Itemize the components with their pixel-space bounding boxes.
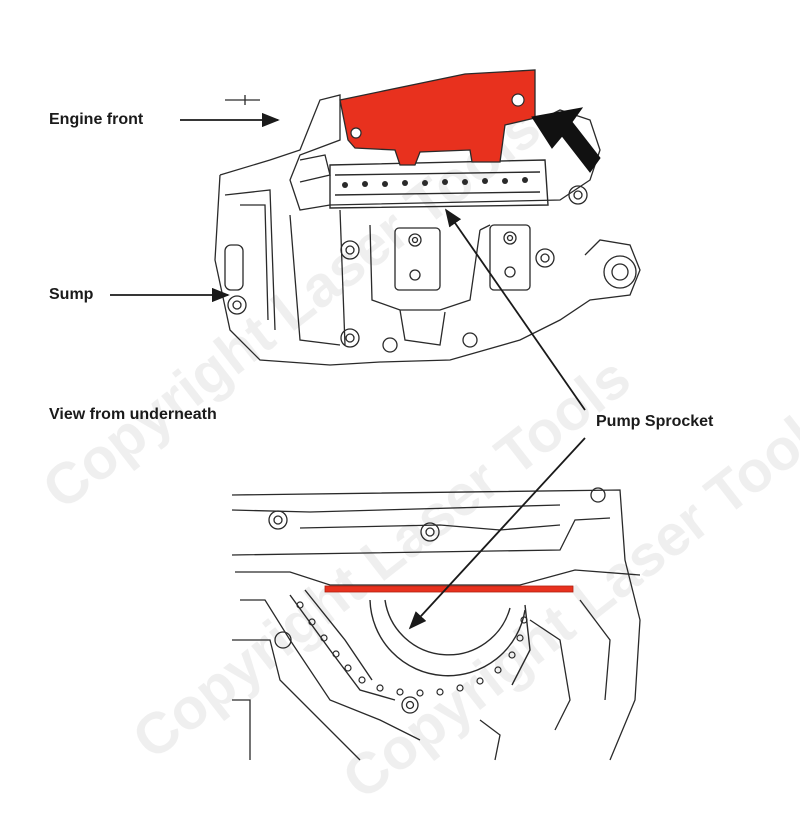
red-locking-tool xyxy=(339,69,536,166)
tool-hole xyxy=(350,127,362,139)
engine-front-label: Engine front xyxy=(49,111,144,128)
bottom-engine-view xyxy=(231,487,641,761)
pump-sprocket-wheel xyxy=(289,589,531,701)
tool-hole xyxy=(511,93,525,107)
bottom-chain-links xyxy=(296,601,528,697)
pump-sprocket-label: Pump Sprocket xyxy=(596,413,714,430)
pump-sprocket-leader-bottom xyxy=(408,437,586,630)
view-from-underneath-label: View from underneath xyxy=(49,406,217,423)
black-pointer-arrow xyxy=(531,107,601,173)
pump-sprocket-leader-top xyxy=(444,208,586,411)
sump-label: Sump xyxy=(49,286,94,303)
top-chain-links xyxy=(342,177,528,188)
